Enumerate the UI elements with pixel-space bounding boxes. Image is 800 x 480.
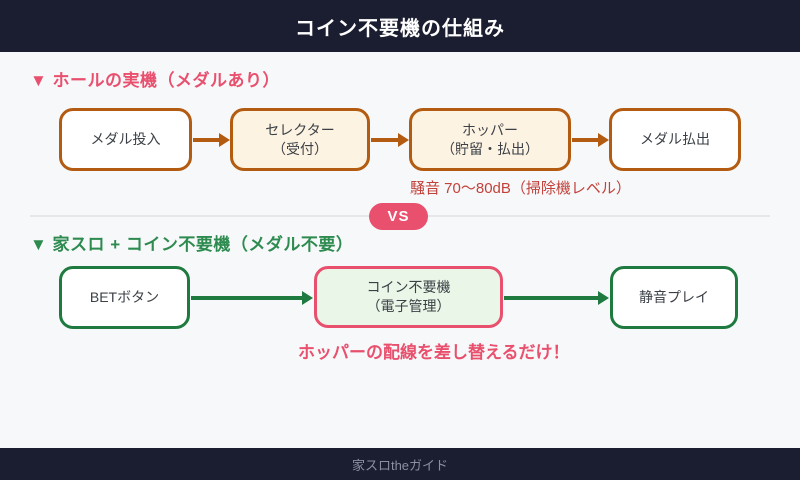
flow-arrow-icon <box>504 291 609 305</box>
arrow-shaft <box>191 296 302 300</box>
flow-box-medal-insert: メダル投入 <box>59 108 192 171</box>
arrow-shaft <box>371 138 398 142</box>
page-header: コイン不要機の仕組み <box>0 0 800 52</box>
flow-arrow-icon <box>193 133 230 147</box>
site-name: 家スロtheガイド <box>351 457 449 473</box>
flow-box-selector: セレクター （受付） <box>230 108 370 171</box>
vs-badge: VS <box>369 203 428 230</box>
flow-box-bet-button: BETボタン <box>59 266 190 329</box>
page-title: コイン不要機の仕組み <box>295 17 505 40</box>
arrow-head <box>598 291 609 305</box>
flow-box-silent-play: 静音プレイ <box>610 266 738 329</box>
flow-box-medal-payout: メダル払出 <box>609 108 741 171</box>
arrow-head <box>598 133 609 147</box>
flow-box-label: コイン不要機 （電子管理） <box>366 279 451 314</box>
flow-box-label: BETボタン <box>89 289 160 306</box>
flow-box-label: メダル払出 <box>640 131 710 148</box>
arrow-head <box>302 291 313 305</box>
flow-box-hopper: ホッパー （貯留・払出） <box>409 108 571 171</box>
arrow-head <box>219 133 230 147</box>
arrow-shaft <box>504 296 598 300</box>
flow-arrow-icon <box>572 133 609 147</box>
noise-level-annotation: 騒音 70〜80dB（掃除機レベル） <box>410 180 631 197</box>
section-heading-home-slot: ▼ 家スロ + コイン不要機（メダル不要） <box>30 235 354 254</box>
flow-box-coinless-unit: コイン不要機 （電子管理） <box>314 266 503 328</box>
flow-box-label: メダル投入 <box>90 131 161 148</box>
page-footer: 家スロtheガイド <box>0 448 800 480</box>
arrow-shaft <box>572 138 598 142</box>
section-heading-hall-machine: ▼ ホールの実機（メダルあり） <box>30 71 281 90</box>
flow-box-label: ホッパー （貯留・払出） <box>441 121 539 157</box>
flow-arrow-icon <box>191 291 313 305</box>
flow-box-label: 静音プレイ <box>639 289 709 306</box>
arrow-shaft <box>193 138 219 142</box>
flow-arrow-icon <box>371 133 409 147</box>
wiring-swap-annotation: ホッパーの配線を差し替えるだけ！ <box>298 343 570 362</box>
flow-box-label: セレクター （受付） <box>265 121 335 157</box>
arrow-head <box>398 133 409 147</box>
